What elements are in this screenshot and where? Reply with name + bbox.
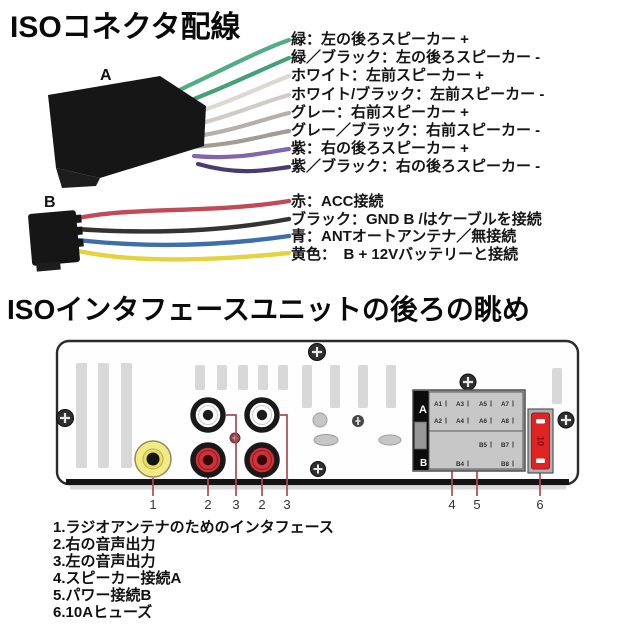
callout-number: 2 bbox=[258, 497, 265, 512]
wire-label: 緑：左の後ろスピーカー + bbox=[291, 31, 469, 48]
legend-item: 4.スピーカー接続A bbox=[53, 570, 182, 587]
pin-label: B5 bbox=[479, 442, 488, 449]
pin-label: A4 bbox=[456, 418, 465, 425]
wire-label: 緑／ブラック：左の後ろスピーカー - bbox=[291, 49, 541, 67]
oval-slot bbox=[313, 434, 339, 446]
fuse-rating-label: 10 bbox=[536, 436, 546, 446]
oval-slot bbox=[378, 434, 402, 446]
callout-numbers: 1 2 3 2 3 4 5 6 bbox=[149, 497, 543, 512]
vent-slots bbox=[76, 363, 562, 468]
panel-bottom-edge bbox=[66, 479, 569, 485]
callout-number: 1 bbox=[149, 497, 156, 512]
wire-label: 紫／ブラック：右の後ろスピーカー - bbox=[291, 158, 541, 176]
screw-icon bbox=[459, 373, 477, 391]
callout-number: 4 bbox=[448, 497, 455, 512]
pin-label: A2 bbox=[434, 418, 443, 425]
wire-labels-connector-b: 赤：ACC接続 ブラック：GND B /はケーブルを接続 青：ANTオートアンテ… bbox=[291, 193, 542, 263]
wire-purple-black-icon bbox=[195, 161, 292, 174]
pin-label: A1 bbox=[434, 401, 443, 408]
pin-label: A5 bbox=[479, 401, 488, 408]
block-section-a-label: A bbox=[419, 404, 427, 416]
wire-red-icon bbox=[71, 198, 292, 222]
wiring-section-title: ISOコネクタ配線 bbox=[10, 11, 241, 44]
fuse-10a: 10 bbox=[527, 408, 554, 474]
wire-label: ホワイト：左前スピーカー + bbox=[291, 67, 484, 85]
iso-connector-block: A B A1 A3 A5 A7 A2 A4 A6 A8 B5 B7 B4 B8 bbox=[412, 389, 526, 472]
rear-panel: A B A1 A3 A5 A7 A2 A4 A6 A8 B5 B7 B4 B8 bbox=[55, 339, 580, 512]
wire-label: ホワイト/ブラック：左前スピーカー - bbox=[291, 85, 545, 103]
screw-icon bbox=[308, 343, 326, 361]
legend-item: 3.左の音声出力 bbox=[53, 553, 156, 570]
pin-labels: A1 A3 A5 A7 A2 A4 A6 A8 B5 B7 B4 B8 bbox=[434, 400, 514, 468]
adjust-bolt-icon bbox=[352, 415, 364, 427]
callout-number: 2 bbox=[204, 497, 211, 512]
wire-purple-icon bbox=[191, 146, 292, 160]
pin-label: B8 bbox=[501, 461, 510, 468]
wire-label: ブラック：GND B /はケーブルを接続 bbox=[291, 210, 542, 228]
screw-icon bbox=[56, 409, 74, 427]
wire-label: 青：ANTオートアンテナ／無接続 bbox=[291, 228, 517, 245]
rca-jack-white bbox=[190, 397, 226, 433]
rear-view-section-title: ISOインタフェースユニットの後ろの眺め bbox=[7, 294, 530, 325]
connector-a-body bbox=[48, 76, 206, 188]
screw-icon bbox=[310, 461, 326, 477]
round-hole bbox=[312, 412, 328, 428]
pin-label: B7 bbox=[501, 442, 510, 449]
wire-label: 黄色： B + 12Vバッテリーと接続 bbox=[291, 245, 519, 263]
legend-item: 5.パワー接続B bbox=[53, 587, 152, 604]
wire-blue-icon bbox=[73, 233, 292, 248]
legend: 1.ラジオアンテナのためのインタフェース 2.右の音声出力 3.左の音声出力 4… bbox=[53, 519, 334, 621]
wire-label: グレー／ブラック：右前スピーカー - bbox=[291, 122, 541, 140]
connector-b-wires bbox=[71, 198, 292, 262]
legend-item: 2.右の音声出力 bbox=[53, 536, 156, 553]
wire-black-icon bbox=[73, 216, 292, 234]
callout-number: 3 bbox=[232, 497, 239, 512]
pin-label: A6 bbox=[479, 418, 488, 425]
connector-b-body bbox=[28, 210, 84, 272]
mini-screw-icon bbox=[229, 432, 241, 444]
panel-shadow bbox=[70, 486, 566, 490]
wire-yellow-icon bbox=[71, 247, 292, 262]
pin-label: A8 bbox=[501, 418, 510, 425]
callout-number: 6 bbox=[536, 497, 543, 512]
pin-label: A3 bbox=[456, 401, 465, 408]
pin-label: A7 bbox=[501, 401, 510, 408]
connector-b-label: B bbox=[44, 194, 56, 211]
connector-a-label: A bbox=[100, 67, 112, 84]
callout-number: 5 bbox=[473, 497, 480, 512]
legend-item: 6.10Aヒューズ bbox=[53, 604, 153, 621]
rca-jack-red bbox=[244, 442, 280, 478]
pin-label: B4 bbox=[456, 461, 465, 468]
wire-label: グレー：右前スピーカー + bbox=[291, 103, 469, 121]
wire-label: 赤：ACC接続 bbox=[291, 193, 384, 210]
callout-number: 3 bbox=[283, 497, 290, 512]
wire-labels-connector-a: 緑：左の後ろスピーカー + 緑／ブラック：左の後ろスピーカー - ホワイト：左前… bbox=[291, 31, 544, 177]
wire-label: 紫：右の後ろスピーカー + bbox=[291, 140, 469, 158]
block-section-b-label: B bbox=[420, 458, 427, 469]
rca-jack-yellow bbox=[134, 440, 172, 478]
legend-item: 1.ラジオアンテナのためのインタフェース bbox=[53, 519, 334, 536]
rca-jack-red bbox=[190, 442, 226, 478]
screw-icon bbox=[557, 411, 575, 429]
rca-jack-white bbox=[244, 397, 280, 433]
